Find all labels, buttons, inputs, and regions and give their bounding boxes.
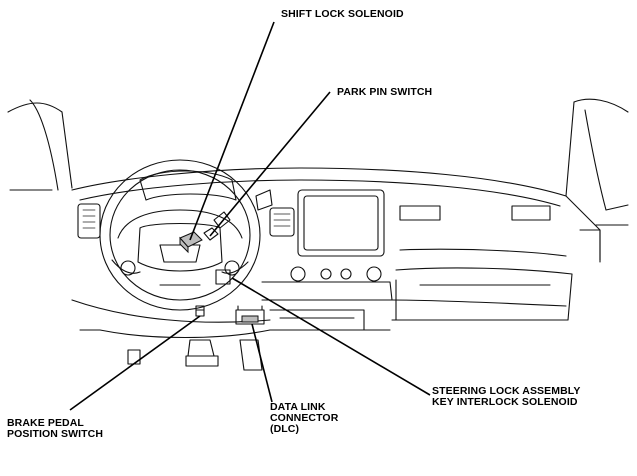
label-brake-pedal-switch: BRAKE PEDAL POSITION SWITCH [7, 417, 103, 440]
dash-top [71, 167, 601, 261]
leader-shift-lock [189, 21, 275, 241]
leader-dlc [251, 323, 273, 403]
center-stack [261, 189, 393, 301]
label-shift-lock-solenoid: SHIFT LOCK SOLENOID [281, 8, 404, 20]
body-outline [7, 98, 629, 226]
label-park-pin-switch: PARK PIN SWITCH [337, 86, 433, 98]
label-steering-lock: STEERING LOCK ASSEMBLY KEY INTERLOCK SOL… [432, 385, 581, 408]
dlc-part [235, 305, 265, 325]
left-vent [77, 203, 101, 239]
steering-wheel [99, 159, 261, 311]
pedals [185, 339, 263, 371]
leader-lines [69, 21, 431, 411]
leader-park-pin [209, 91, 331, 237]
passenger-dash [391, 205, 601, 321]
leader-steering-lock [231, 277, 431, 396]
cluster-hood [139, 170, 237, 201]
steering-lock-part [215, 269, 231, 285]
leader-brake-pedal [69, 315, 201, 411]
label-dlc: DATA LINK CONNECTOR (DLC) [270, 401, 339, 435]
